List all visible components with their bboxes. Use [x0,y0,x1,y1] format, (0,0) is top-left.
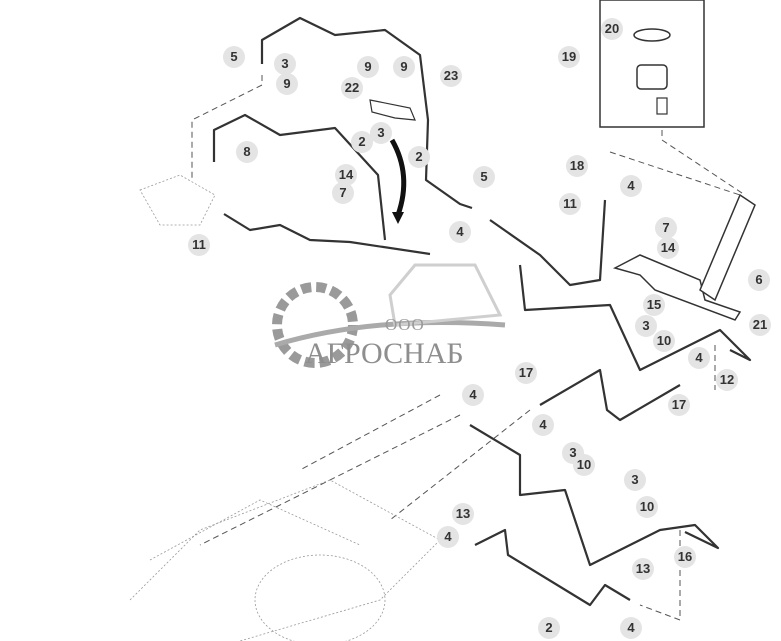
callout-8[interactable]: 8 [236,141,258,163]
callout-3[interactable]: 3 [635,315,657,337]
callout-4[interactable]: 4 [620,617,642,639]
callout-2[interactable]: 2 [408,146,430,168]
callout-2[interactable]: 2 [351,131,373,153]
callout-18[interactable]: 18 [566,155,588,177]
callout-12[interactable]: 12 [716,369,738,391]
callout-14[interactable]: 14 [335,164,357,186]
callout-16[interactable]: 16 [674,546,696,568]
callout-3[interactable]: 3 [274,53,296,75]
callout-11[interactable]: 11 [559,193,581,215]
callout-13[interactable]: 13 [632,558,654,580]
callout-4[interactable]: 4 [688,347,710,369]
callout-6[interactable]: 6 [748,269,770,291]
callout-4[interactable]: 4 [462,384,484,406]
callout-9[interactable]: 9 [393,56,415,78]
callout-17[interactable]: 17 [515,362,537,384]
callout-20[interactable]: 20 [601,18,623,40]
callout-9[interactable]: 9 [276,73,298,95]
callout-10[interactable]: 10 [573,454,595,476]
hydraulic-line-12 [518,264,752,372]
callout-4[interactable]: 4 [532,414,554,436]
callout-9[interactable]: 9 [357,56,379,78]
callout-10[interactable]: 10 [636,496,658,518]
hydraulic-line-8 [212,113,387,241]
hydraulic-line-upper [260,16,473,210]
callout-11[interactable]: 11 [188,234,210,256]
callout-14[interactable]: 14 [657,237,679,259]
callout-10[interactable]: 10 [653,330,675,352]
hydraulic-line-center [489,199,607,287]
callout-7[interactable]: 7 [655,217,677,239]
callout-4[interactable]: 4 [437,526,459,548]
callout-5[interactable]: 5 [473,166,495,188]
hydraulic-line-11 [223,213,431,256]
hydraulic-line-17 [539,368,681,422]
callout-19[interactable]: 19 [558,46,580,68]
callout-15[interactable]: 15 [643,294,665,316]
callout-7[interactable]: 7 [332,182,354,204]
callout-3[interactable]: 3 [370,122,392,144]
callout-21[interactable]: 21 [749,314,771,336]
callout-17[interactable]: 17 [668,394,690,416]
filter-detail-box [599,0,705,128]
callout-22[interactable]: 22 [341,77,363,99]
hydraulic-line-13 [474,528,631,607]
callout-3[interactable]: 3 [624,469,646,491]
callout-5[interactable]: 5 [223,46,245,68]
hydraulic-line-lower-1 [469,424,720,567]
callout-4[interactable]: 4 [620,175,642,197]
callout-2[interactable]: 2 [538,617,560,639]
callout-4[interactable]: 4 [449,221,471,243]
callout-23[interactable]: 23 [440,65,462,87]
callout-13[interactable]: 13 [452,503,474,525]
mounting-bracket [612,254,742,321]
